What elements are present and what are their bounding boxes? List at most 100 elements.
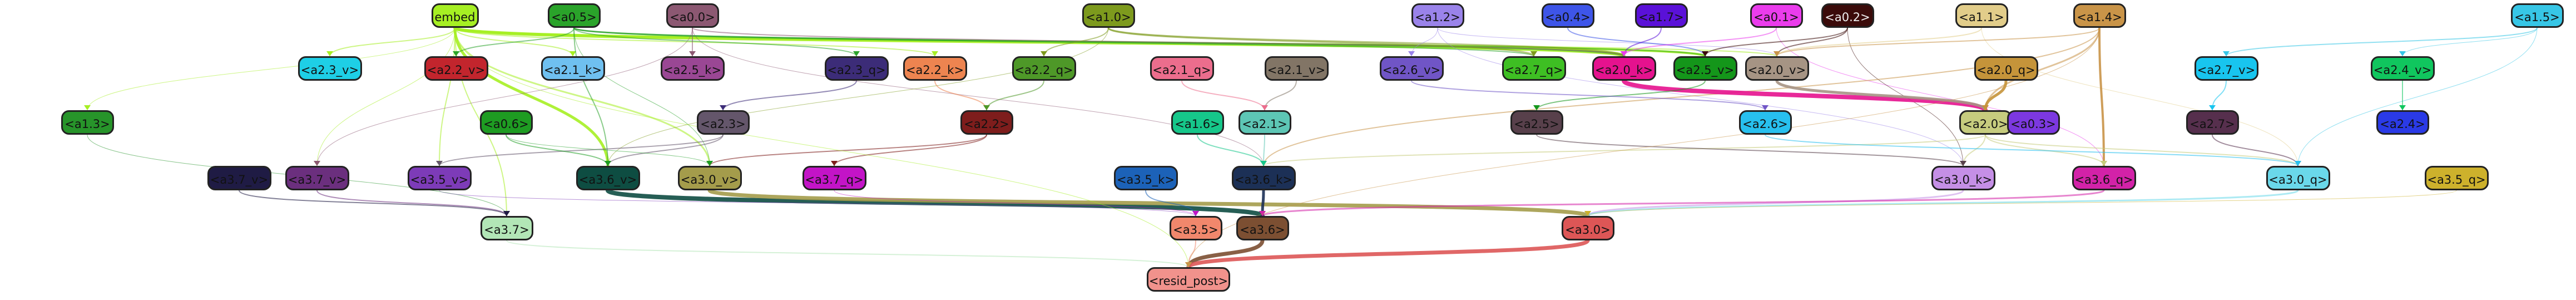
edge-arrowhead <box>720 105 726 110</box>
edge-a0.5-to-a2.2_v <box>455 27 574 57</box>
node-a1-0[interactable]: <a1.0> <box>1082 3 1135 28</box>
node-a0-3[interactable]: <a0.3> <box>2007 110 2060 135</box>
edge-embed-to-a1.3 <box>87 27 455 111</box>
node-a1-5[interactable]: <a1.5> <box>2510 3 2564 28</box>
edge-arrowhead <box>1533 105 1540 110</box>
edge-arrowhead <box>2101 161 2107 166</box>
edge-arrowhead <box>1261 105 1268 110</box>
node-a3-5[interactable]: <a3.5> <box>1169 216 1222 240</box>
node-a1-4[interactable]: <a1.4> <box>2073 3 2126 28</box>
edge-a2.6-to-a3.0_q <box>1765 134 2298 166</box>
node-a3-0[interactable]: <a3.0> <box>1561 216 1614 240</box>
node-a1-3[interactable]: <a1.3> <box>61 110 114 135</box>
node-a2-0-k[interactable]: <a2.0_k> <box>1592 56 1656 81</box>
edge-a0.6-to-a3.0_v <box>506 134 710 166</box>
node-a3-6[interactable]: <a3.6> <box>1236 216 1289 240</box>
edge-a0.0-to-a3.6_k <box>692 27 1264 166</box>
node-a2-0-q[interactable]: <a2.0_q> <box>1974 56 2038 81</box>
node-a2-2-k[interactable]: <a2.2_k> <box>903 56 967 81</box>
node-a2-0[interactable]: <a2.0> <box>1959 110 2012 135</box>
node-a2-7-q[interactable]: <a2.7_q> <box>1502 56 1566 81</box>
node-a3-5-q[interactable]: <a3.5_q> <box>2424 166 2489 190</box>
node-a3-6-k[interactable]: <a3.6_k> <box>1231 166 1296 190</box>
node-resid-post[interactable]: <resid_post> <box>1147 267 1230 292</box>
edge-arrowhead <box>605 161 611 166</box>
node-a2-3-q[interactable]: <a2.3_q> <box>824 56 889 81</box>
node-a2-6[interactable]: <a2.6> <box>1738 110 1792 135</box>
edge-arrowhead <box>436 161 443 166</box>
node-a3-0-v[interactable]: <a3.0_v> <box>677 166 742 190</box>
edge-embed-to-resid_post <box>454 27 1189 268</box>
node-a0-6[interactable]: <a0.6> <box>479 110 533 135</box>
edge-arrowhead <box>831 161 838 166</box>
node-a3-7-v2[interactable]: <a3.7_v> <box>285 166 349 190</box>
node-a3-6-q[interactable]: <a3.6_q> <box>2072 166 2136 190</box>
node-a2-4-v[interactable]: <a2.4_v> <box>2370 56 2435 81</box>
edge-arrowhead <box>1041 51 1047 56</box>
node-a3-6-v[interactable]: <a3.6_v> <box>576 166 640 190</box>
node-a2-3[interactable]: <a2.3> <box>696 110 750 135</box>
edge-arrowhead <box>1960 161 1966 166</box>
edge-arrowhead <box>1259 211 1266 216</box>
edge-a2.1_q-to-a2.1 <box>1181 80 1265 111</box>
node-a3-5-v[interactable]: <a3.5_v> <box>407 166 472 190</box>
edge-a0.6-to-a3.6_v <box>506 134 608 166</box>
node-a0-0[interactable]: <a0.0> <box>666 3 719 28</box>
edge-embed-to-a3.5_v <box>439 27 455 166</box>
node-a2-2[interactable]: <a2.2> <box>960 110 1013 135</box>
node-a3-5-k[interactable]: <a3.5_k> <box>1113 166 1178 190</box>
edge-a3.0_q-to-a3.0 <box>1587 189 2299 217</box>
edge-a1.4-to-a2.0_v <box>1776 27 2100 57</box>
edge-a2.5-to-a3.0_k <box>1536 134 1964 166</box>
edge-a0.0-to-a2.0_k <box>692 27 1624 57</box>
node-a2-5-k[interactable]: <a2.5_k> <box>660 56 725 81</box>
edge-arrowhead <box>314 161 320 166</box>
node-a2-1-v[interactable]: <a2.1_v> <box>1264 56 1329 81</box>
edge-arrowhead <box>932 51 938 56</box>
node-a2-5[interactable]: <a2.5> <box>1510 110 1563 135</box>
node-a2-1[interactable]: <a2.1> <box>1238 110 1291 135</box>
edge-arrowhead <box>1702 51 1708 56</box>
node-a3-7-v[interactable]: <a3.7_v> <box>207 166 271 190</box>
edge-a1.4-to-a3.6_q <box>2098 27 2105 166</box>
node-a1-2[interactable]: <a1.2> <box>1411 3 1464 28</box>
node-a0-4[interactable]: <a0.4> <box>1541 3 1594 28</box>
node-a2-5-v[interactable]: <a2.5_v> <box>1673 56 1737 81</box>
edge-a2.3-to-a3.6_v <box>607 134 724 166</box>
edge-a3.5_q-to-a3.0 <box>1587 190 2457 217</box>
edge-arrowhead <box>1774 51 1780 56</box>
node-a3-0-k[interactable]: <a3.0_k> <box>1931 166 1995 190</box>
node-a2-3-v[interactable]: <a2.3_v> <box>298 56 362 81</box>
edge-a0.5-to-a3.6_v <box>573 27 608 166</box>
node-a2-2-v[interactable]: <a2.2_v> <box>424 56 488 81</box>
edge-arrowhead <box>2223 51 2230 56</box>
node-a2-1-q[interactable]: <a2.1_q> <box>1150 56 1214 81</box>
node-a0-2[interactable]: <a0.2> <box>1821 3 1874 28</box>
node-a0-1[interactable]: <a0.1> <box>1750 3 1803 28</box>
edge-a3.5_v-to-a3.5 <box>439 190 1196 217</box>
edge-arrowhead <box>1530 51 1537 56</box>
node-a1-6[interactable]: <a1.6> <box>1171 110 1224 135</box>
node-a2-7[interactable]: <a2.7> <box>2186 110 2239 135</box>
node-a2-1-k[interactable]: <a2.1_k> <box>541 56 605 81</box>
edge-a0.2-to-a2.0_v <box>1776 27 1848 57</box>
node-embed[interactable]: embed <box>431 3 479 28</box>
edge-a2.0_k-to-a2.0 <box>1622 78 1988 112</box>
node-a1-7[interactable]: <a1.7> <box>1634 3 1688 28</box>
edge-a1.4-to-a2.0 <box>1984 27 2101 111</box>
node-a2-2-q[interactable]: <a2.2_q> <box>1012 56 1076 81</box>
edge-embed-to-a3.0_v <box>454 27 711 166</box>
node-a3-7[interactable]: <a3.7> <box>480 216 533 240</box>
node-a0-5[interactable]: <a0.5> <box>547 3 601 28</box>
edge-a0.5-to-a3.0_v <box>573 27 710 166</box>
edge-a2.0-to-a3.0_q <box>1985 134 2298 166</box>
node-a2-4[interactable]: <a2.4> <box>2376 110 2429 135</box>
node-a1-1[interactable]: <a1.1> <box>1955 3 2008 28</box>
node-a3-7-q[interactable]: <a3.7_q> <box>802 166 866 190</box>
node-a2-0-v[interactable]: <a2.0_v> <box>1745 56 1809 81</box>
node-a3-0-q[interactable]: <a3.0_q> <box>2266 166 2330 190</box>
edge-a3.0-to-resid_post <box>1186 238 1590 269</box>
node-a2-6-v[interactable]: <a2.6_v> <box>1379 56 1444 81</box>
node-a2-7-v[interactable]: <a2.7_v> <box>2194 56 2258 81</box>
edge-a2.5_v-to-a2.5 <box>1536 80 1706 111</box>
